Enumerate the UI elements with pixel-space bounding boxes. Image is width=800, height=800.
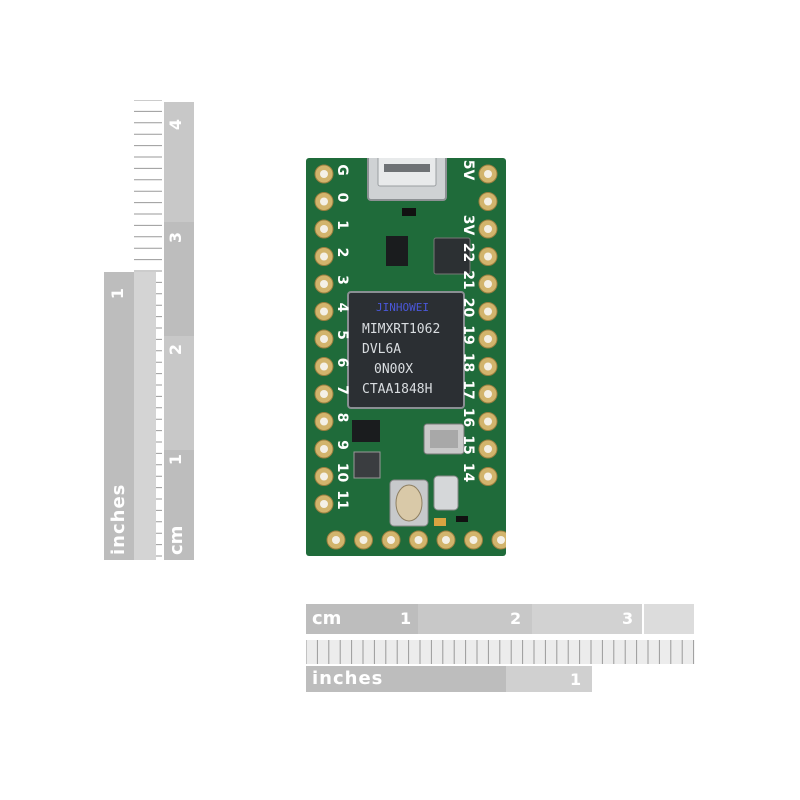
right-pin-pad xyxy=(478,329,498,349)
hruler-cm-tick-1: 1 xyxy=(400,609,412,628)
horizontal-ruler: cm 1 2 3 inches 1 xyxy=(305,604,696,694)
vruler-cm-tick-3: 3 xyxy=(166,231,186,244)
right-pin-pad xyxy=(478,439,498,459)
right-pin-pad xyxy=(478,164,498,184)
vruler-cm-label: cm xyxy=(166,525,187,555)
vruler-inch-tick-1: 1 xyxy=(108,287,128,300)
left-pin-label: 5 xyxy=(334,330,350,340)
left-pin-pad xyxy=(314,412,334,431)
left-pin-label: 0 xyxy=(334,193,350,203)
right-pin-pad xyxy=(478,192,498,211)
right-pin-pad xyxy=(478,274,498,294)
left-pin-label: 1 xyxy=(334,220,350,230)
bottom-pin-pad xyxy=(354,530,373,550)
left-pin-pad xyxy=(314,274,334,294)
left-pin-pad xyxy=(314,247,334,266)
hruler-inch-label: inches xyxy=(312,668,384,689)
vruler-cm-tick-1: 1 xyxy=(166,453,186,466)
hruler-cm-tick-2: 2 xyxy=(510,609,522,628)
left-pin-pad xyxy=(314,357,334,376)
chip-line-4: CTAA1848H xyxy=(362,382,433,397)
right-pin-label: 18 xyxy=(460,353,476,372)
left-pin-label: 2 xyxy=(334,248,350,258)
right-pin-label: 21 xyxy=(460,270,476,289)
right-pin-label: 3V xyxy=(460,215,476,236)
hruler-inch-tick-1: 1 xyxy=(570,670,582,689)
chip-logo: JINHOWEI xyxy=(376,301,429,314)
chip-line-2: DVL6A xyxy=(362,342,402,357)
right-pin-label: 20 xyxy=(460,298,476,318)
right-pin-pad xyxy=(478,384,498,404)
bottom-pin-pad xyxy=(326,530,346,550)
left-pin-pad xyxy=(314,192,334,211)
left-pin-label: 11 xyxy=(334,490,350,509)
right-pin-pad xyxy=(478,357,498,376)
right-pin-label: 5V xyxy=(460,160,476,181)
bottom-pin-pad xyxy=(491,530,511,550)
left-pin-pad xyxy=(314,164,334,184)
left-pin-label: 3 xyxy=(334,275,350,285)
hruler-cm-label: cm xyxy=(312,608,342,629)
left-pin-label: 6 xyxy=(334,358,350,368)
right-pin-label: 19 xyxy=(460,325,476,344)
left-pin-pad xyxy=(314,494,334,514)
chip-line-3: 0N00X xyxy=(374,362,414,377)
chip-line-1: MIMXRT1062 xyxy=(362,322,441,337)
right-pin-label: 16 xyxy=(460,408,476,427)
left-pin-label: 4 xyxy=(334,303,350,313)
vruler-cm-tick-4: 4 xyxy=(166,118,186,131)
teensy-board: G 0 1 2 3 4 5 6 7 8 9 10 11 5V 3V 22 21 20 19 18 17 16 15 14 JI… xyxy=(306,139,511,556)
vruler-inch-label: inches xyxy=(108,483,129,555)
vruler-cm-tick-2: 2 xyxy=(166,343,186,356)
bottom-pin-pad xyxy=(381,530,401,550)
left-pin-label: 9 xyxy=(334,440,350,450)
left-pin-pad xyxy=(314,302,334,321)
right-pin-pad xyxy=(478,412,498,431)
right-pin-pad xyxy=(478,219,498,239)
vertical-ruler: cm 4 3 2 1 inches 1 xyxy=(104,99,194,560)
left-pin-label: 8 xyxy=(334,413,350,423)
hruler-cm-tick-3: 3 xyxy=(622,609,634,628)
bottom-pin-pad xyxy=(464,530,483,550)
right-pin-label: 17 xyxy=(460,380,476,399)
bottom-pin-pad xyxy=(436,530,456,550)
left-pin-pad xyxy=(314,384,334,404)
left-pin-pad xyxy=(314,219,334,239)
right-pin-pad xyxy=(478,467,498,486)
right-pin-pad xyxy=(478,302,498,321)
right-pin-pad xyxy=(478,247,498,266)
left-pin-label: 10 xyxy=(334,463,350,483)
left-pin-pad xyxy=(314,439,334,459)
left-pin-label: G xyxy=(334,164,350,176)
left-pin-label: 7 xyxy=(334,385,350,395)
left-pin-pad xyxy=(314,467,334,486)
right-pin-label: 22 xyxy=(460,243,476,262)
left-pin-pad xyxy=(314,329,334,349)
bottom-pin-pad xyxy=(409,530,428,550)
right-pin-label: 15 xyxy=(460,435,476,454)
right-pin-label: 14 xyxy=(460,463,476,483)
